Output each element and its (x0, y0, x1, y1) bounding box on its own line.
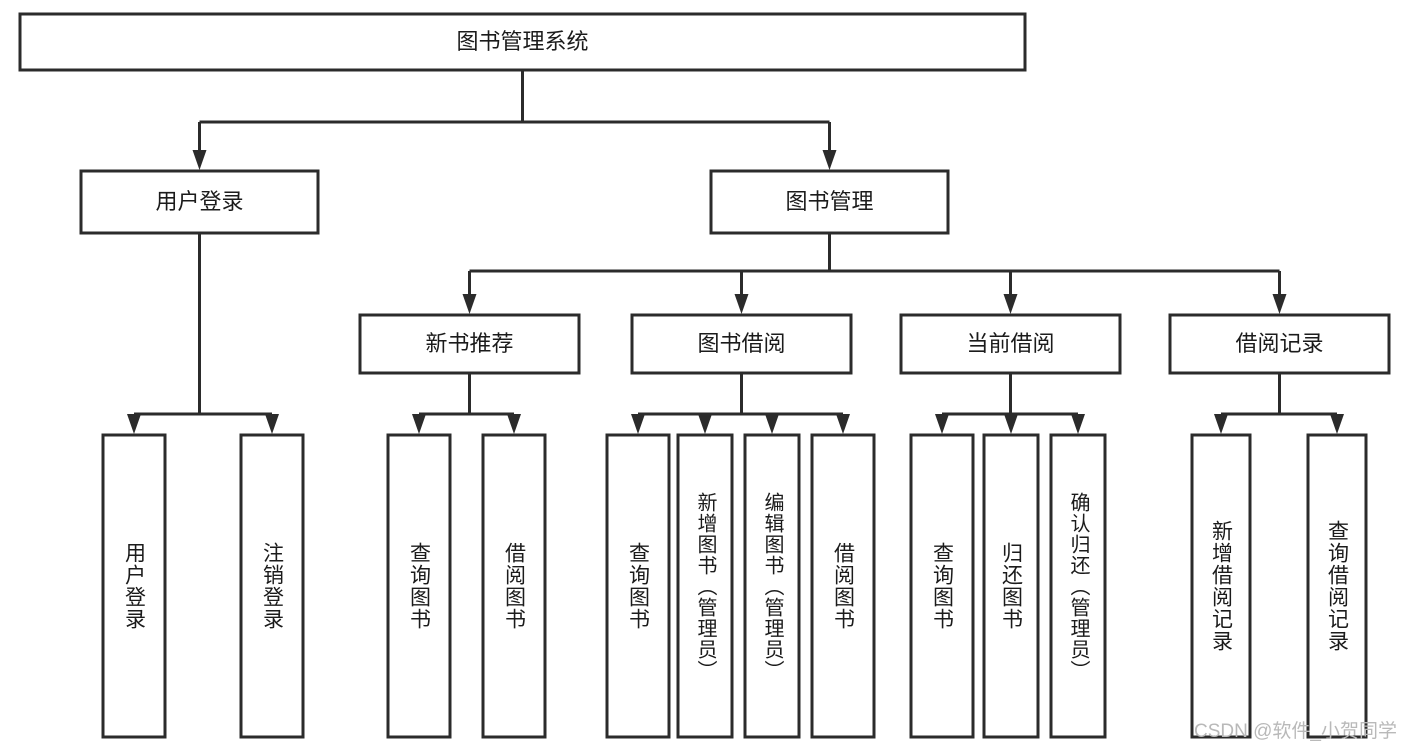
arrow-head-icon (1214, 414, 1228, 434)
node-boxes (18, 12, 1391, 739)
leaf-node-box[interactable] (1049, 433, 1107, 739)
arrow-head-icon (192, 150, 207, 170)
leaf-node-box[interactable] (909, 433, 975, 739)
leaf-node-box[interactable] (676, 433, 734, 739)
level2-node-box[interactable] (79, 169, 320, 235)
leaf-node-box[interactable] (481, 433, 547, 739)
level3-node-box[interactable] (358, 313, 581, 375)
arrow-head-icon (1071, 414, 1085, 434)
leaf-node-box[interactable] (1190, 433, 1252, 739)
arrow-head-icon (265, 414, 279, 434)
leaf-node-box[interactable] (810, 433, 876, 739)
leaf-node-box[interactable] (743, 433, 801, 739)
leaf-node-box[interactable] (1306, 433, 1368, 739)
level2-node-box[interactable] (709, 169, 950, 235)
leaf-node-box[interactable] (605, 433, 671, 739)
arrow-head-icon (631, 414, 645, 434)
node-label: 图书借阅 (697, 331, 785, 356)
arrow-head-icon (836, 414, 850, 434)
arrow-head-icon (1003, 294, 1018, 314)
node-label: 借阅记录 (1235, 331, 1323, 356)
node-label: 图书管理 (785, 189, 873, 214)
node-label: 新书推荐 (425, 331, 513, 356)
node-label: 当前借阅 (966, 331, 1054, 356)
node-label: 图书管理系统 (456, 29, 588, 54)
leaf-node-box[interactable] (386, 433, 452, 739)
arrow-head-icon (822, 150, 837, 170)
arrow-head-icon (734, 294, 749, 314)
arrow-head-icon (127, 414, 141, 434)
leaf-node-box[interactable] (101, 433, 167, 739)
arrow-head-icon (1330, 414, 1344, 434)
arrow-head-icon (507, 414, 521, 434)
leaf-node-box[interactable] (239, 433, 305, 739)
connector-lines (127, 70, 1344, 434)
arrow-head-icon (1004, 414, 1018, 434)
arrow-head-icon (698, 414, 712, 434)
root-node-box[interactable] (18, 12, 1027, 72)
leaf-node-box[interactable] (982, 433, 1040, 739)
arrow-head-icon (765, 414, 779, 434)
node-label: 用户登录 (155, 189, 243, 214)
arrow-head-icon (462, 294, 477, 314)
level3-node-box[interactable] (1168, 313, 1391, 375)
level3-node-box[interactable] (899, 313, 1122, 375)
arrow-head-icon (935, 414, 949, 434)
level3-node-box[interactable] (630, 313, 853, 375)
arrow-head-icon (412, 414, 426, 434)
arrow-head-icon (1272, 294, 1287, 314)
